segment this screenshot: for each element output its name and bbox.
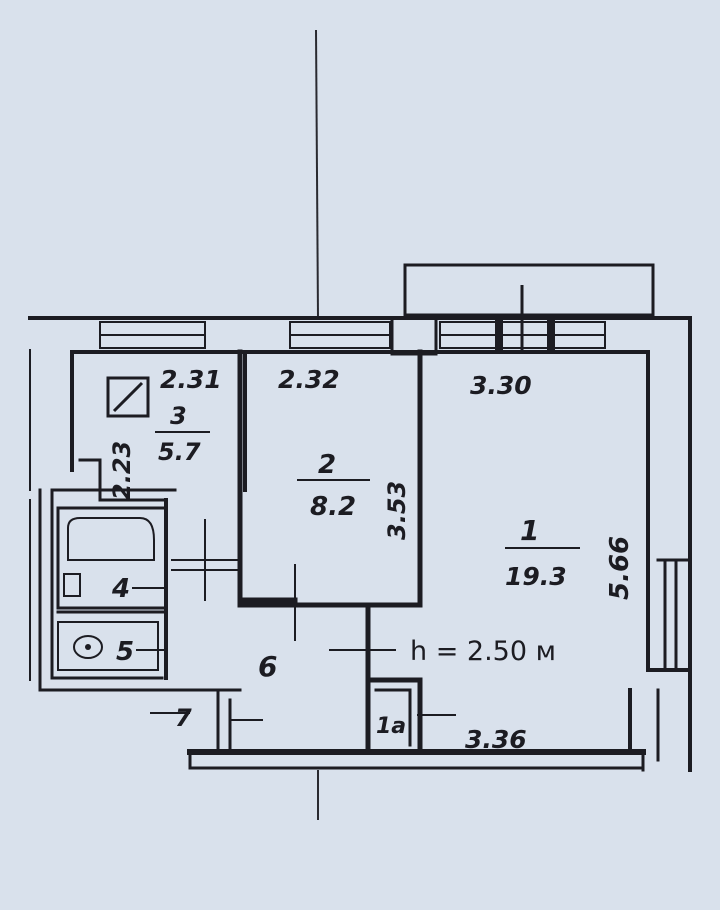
room-2-number: 2 [318, 450, 336, 480]
dim-kitchen-depth: 2.23 [108, 441, 136, 500]
dim-kitchen-width: 2.31 [160, 365, 222, 394]
dim-room2-width: 2.32 [278, 365, 340, 394]
room-1a-number: 1a [376, 714, 406, 739]
outer-wall [28, 316, 692, 772]
windows [99, 316, 606, 356]
dim-room1-width-top: 3.30 [470, 371, 532, 400]
dim-room1-depth: 5.66 [605, 536, 635, 600]
dim-room2-depth: 3.53 [383, 481, 411, 540]
kitchen-walls [29, 349, 247, 692]
dim-room1-width-bottom: 3.36 [465, 725, 527, 754]
room-3-number: 3 [170, 402, 187, 430]
room-2-area: 8.2 [310, 492, 356, 522]
vent-shaft [106, 376, 150, 418]
axis-line-top [315, 29, 319, 319]
room-6-number: 6 [258, 650, 277, 683]
balcony [403, 263, 655, 350]
room-7-number: 7 [175, 704, 192, 732]
room-3-area: 5.7 [158, 438, 201, 466]
bathroom-walls [56, 498, 241, 680]
room-5-number: 5 [116, 637, 134, 667]
room-2-walls [237, 349, 423, 641]
room-4-number: 4 [111, 574, 130, 604]
room-1-number: 1 [520, 514, 539, 547]
room-1-area: 19.3 [505, 562, 567, 591]
hall-walls [216, 602, 456, 755]
ceiling-height-label: h = 2.50 м [410, 636, 556, 667]
